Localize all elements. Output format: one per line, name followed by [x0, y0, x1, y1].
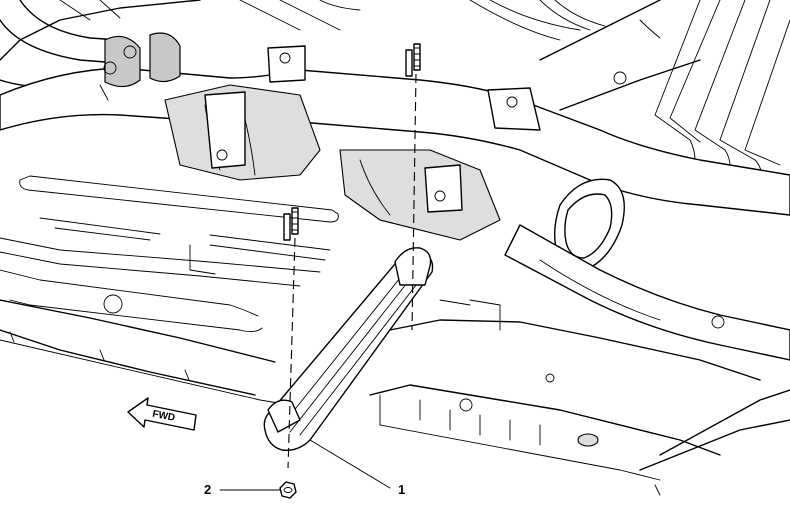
- exhaust-pipe-assembly: [0, 32, 790, 496]
- mounting-studs: [283, 43, 421, 469]
- forward-arrow-label: FWD: [151, 409, 175, 424]
- callout-number-2: 2: [204, 482, 211, 497]
- callout-number-1: 1: [398, 482, 405, 497]
- heat-shield: [263, 247, 434, 451]
- nut: [279, 481, 297, 499]
- forward-arrow-icon: FWD: [127, 397, 197, 431]
- callout-leaders: [219, 439, 391, 491]
